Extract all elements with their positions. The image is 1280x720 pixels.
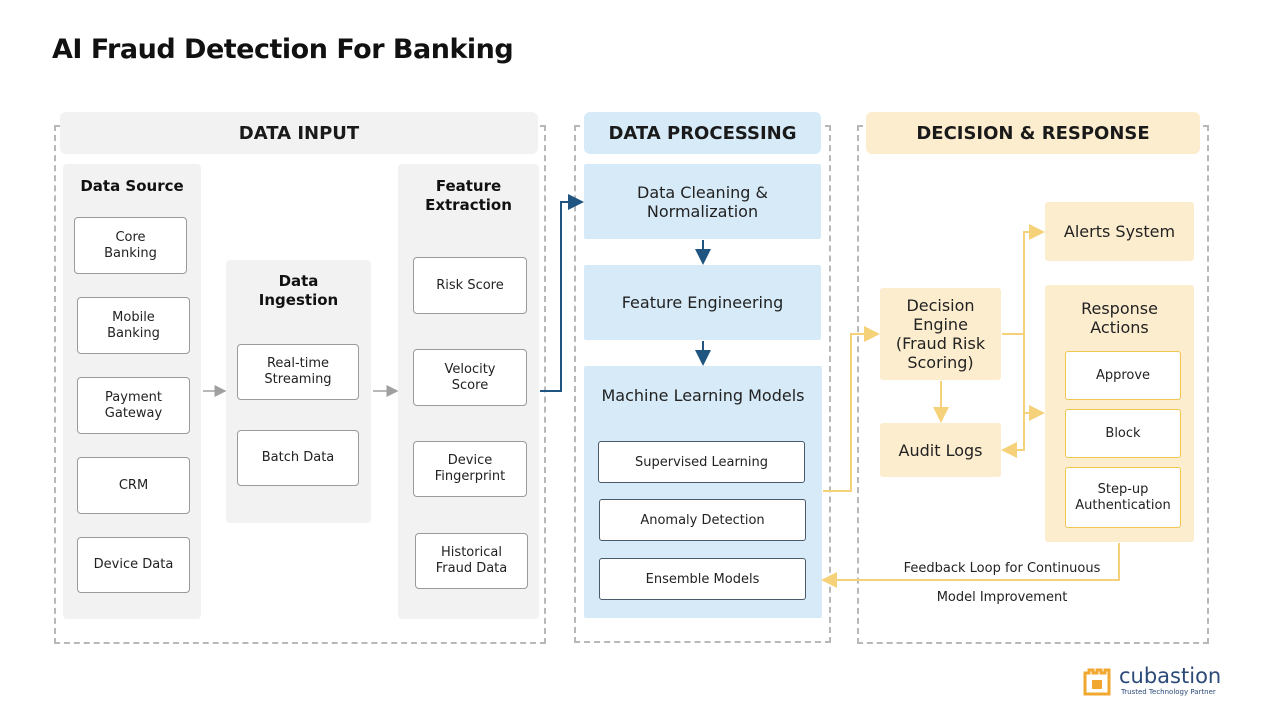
source-core-banking: Core Banking bbox=[74, 217, 187, 274]
ml-anomaly-detection: Anomaly Detection bbox=[599, 499, 806, 541]
ml-models-heading: Machine Learning Models bbox=[601, 386, 805, 405]
data-cleaning-box: Data Cleaning & Normalization bbox=[584, 164, 821, 239]
feature-extraction-heading: Feature Extraction bbox=[425, 177, 512, 214]
feature-device-fingerprint: Device Fingerprint bbox=[413, 441, 527, 497]
arrow-features-to-cleaning bbox=[540, 194, 584, 392]
source-device-data: Device Data bbox=[77, 537, 190, 593]
alerts-system-label: Alerts System bbox=[1063, 222, 1176, 241]
feature-historical-fraud: Historical Fraud Data bbox=[415, 533, 528, 589]
source-label: Device Data bbox=[93, 557, 174, 572]
arrow-to-alerts bbox=[1023, 224, 1045, 334]
source-payment-gateway: Payment Gateway bbox=[77, 377, 190, 434]
source-label: CRM bbox=[118, 477, 149, 493]
response-label: Step-up Authentication bbox=[1075, 481, 1171, 513]
ingestion-label: Batch Data bbox=[261, 450, 335, 465]
ingestion-batch: Batch Data bbox=[237, 430, 359, 486]
feature-risk-score: Risk Score bbox=[413, 257, 527, 314]
ml-label: Supervised Learning bbox=[635, 454, 768, 470]
feature-engineering-box: Feature Engineering bbox=[584, 265, 821, 340]
data-ingestion-heading: Data Ingestion bbox=[258, 272, 339, 309]
ingestion-label: Real-time Streaming bbox=[264, 356, 332, 387]
arrow-response-to-audit bbox=[1001, 413, 1025, 458]
logo-name: cubastion bbox=[1119, 664, 1222, 688]
source-mobile-banking: Mobile Banking bbox=[77, 297, 190, 354]
feature-label: Velocity Score bbox=[444, 361, 496, 393]
source-label: Core Banking bbox=[104, 229, 157, 261]
source-label: Payment Gateway bbox=[104, 389, 163, 421]
page-title: AI Fraud Detection For Banking bbox=[52, 34, 514, 65]
feature-label: Risk Score bbox=[436, 277, 504, 293]
source-label: Mobile Banking bbox=[107, 309, 160, 341]
decision-engine-label: Decision Engine (Fraud Risk Scoring) bbox=[895, 296, 986, 372]
feature-engineering-label: Feature Engineering bbox=[621, 293, 784, 312]
response-step-up-auth: Step-up Authentication bbox=[1065, 467, 1181, 528]
audit-logs-label: Audit Logs bbox=[898, 440, 983, 460]
feedback-label-line2: Model Improvement bbox=[936, 590, 1068, 605]
response-label: Block bbox=[1105, 425, 1141, 441]
ml-ensemble-models: Ensemble Models bbox=[599, 558, 806, 600]
feature-label: Historical Fraud Data bbox=[435, 545, 508, 576]
ingestion-real-time: Real-time Streaming bbox=[237, 344, 359, 400]
source-crm: CRM bbox=[77, 457, 190, 514]
feedback-loop-arrow bbox=[821, 543, 1120, 588]
audit-logs-box: Audit Logs bbox=[880, 423, 1001, 477]
feature-label: Device Fingerprint bbox=[434, 453, 506, 484]
data-processing-header: DATA PROCESSING bbox=[584, 112, 821, 154]
arrow-ml-to-decision bbox=[823, 326, 880, 492]
cubastion-logo-icon bbox=[1083, 668, 1111, 696]
data-input-header: DATA INPUT bbox=[60, 112, 538, 154]
alerts-system-box: Alerts System bbox=[1045, 202, 1194, 261]
response-block: Block bbox=[1065, 409, 1181, 458]
response-approve: Approve bbox=[1065, 351, 1181, 400]
ml-supervised-learning: Supervised Learning bbox=[598, 441, 805, 483]
ml-label: Anomaly Detection bbox=[640, 512, 765, 528]
data-cleaning-label: Data Cleaning & Normalization bbox=[637, 182, 768, 221]
feedback-label-line1: Feedback Loop for Continuous bbox=[903, 561, 1101, 576]
response-label: Approve bbox=[1095, 367, 1151, 383]
logo-tagline: Trusted Technology Partner bbox=[1121, 688, 1216, 696]
cubastion-logo: cubastion Trusted Technology Partner bbox=[1083, 664, 1233, 700]
ml-label: Ensemble Models bbox=[645, 571, 760, 587]
arrow-to-response bbox=[1023, 334, 1045, 421]
feature-velocity-score: Velocity Score bbox=[413, 349, 527, 406]
data-source-heading: Data Source bbox=[80, 177, 184, 195]
decision-engine-box: Decision Engine (Fraud Risk Scoring) bbox=[880, 288, 1001, 380]
response-actions-heading: Response Actions bbox=[1081, 299, 1158, 337]
decision-response-header: DECISION & RESPONSE bbox=[866, 112, 1200, 154]
